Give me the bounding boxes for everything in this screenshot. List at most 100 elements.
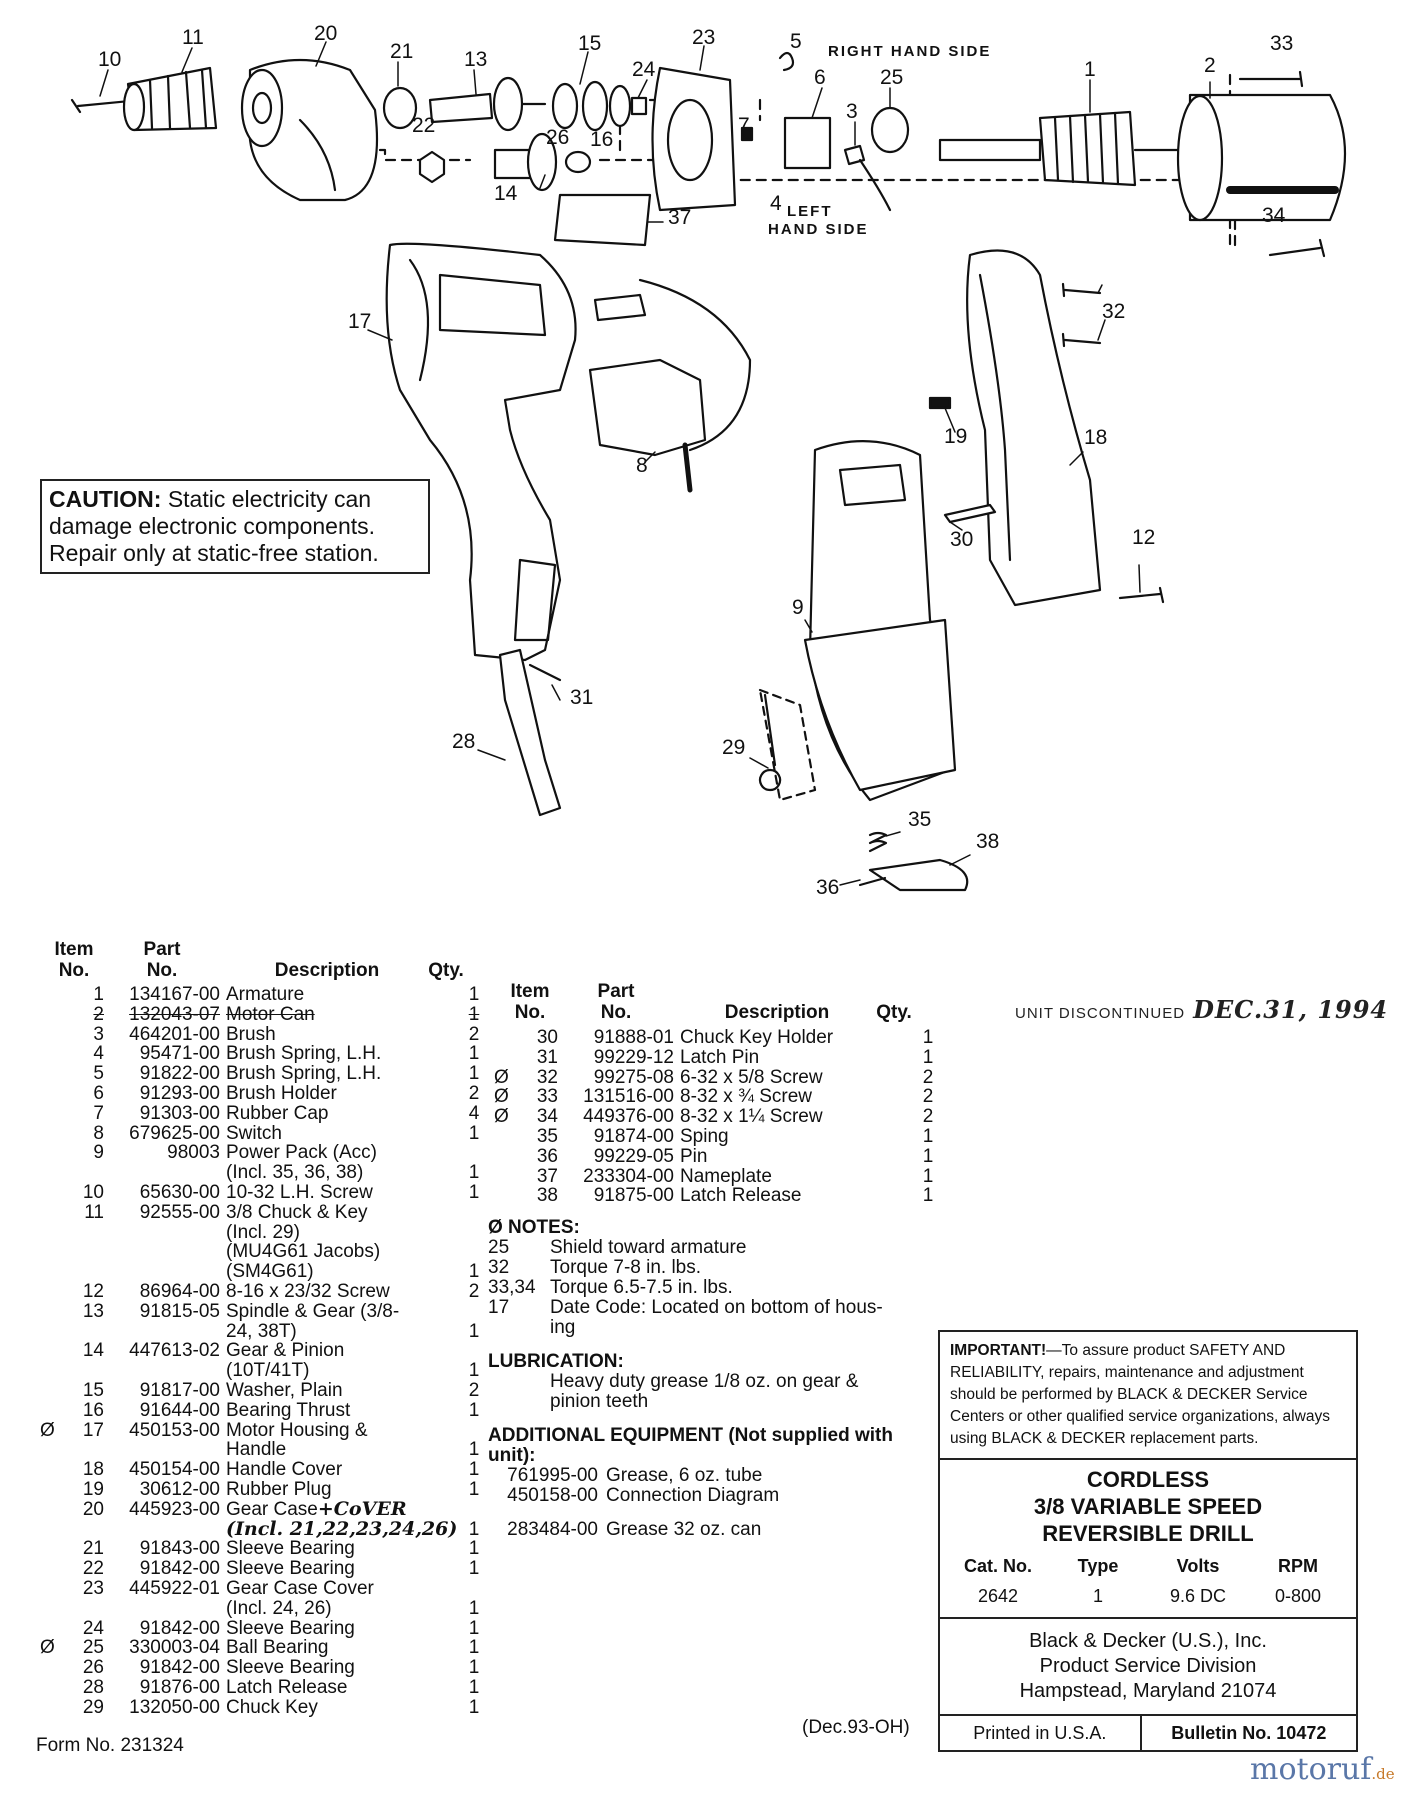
left-table-description: 10-32 L.H. Screw: [226, 1181, 373, 1203]
left-table-description: Motor Housing &: [226, 1419, 368, 1441]
right-table-note-mark: [494, 1048, 520, 1068]
left-table-description: (SM4G61): [226, 1261, 314, 1283]
company-address: Black & Decker (U.S.), Inc. Product Serv…: [940, 1619, 1356, 1716]
printed-in: Printed in U.S.A.: [940, 1716, 1142, 1750]
left-table-note-mark: [40, 1104, 66, 1124]
right-table-note-mark: [494, 1147, 520, 1167]
left-table-qty: 1: [468, 1676, 480, 1698]
callout-22: 22: [412, 114, 435, 137]
left-table-qty: 1: [468, 1558, 480, 1580]
left-table-qty: 1: [468, 1518, 480, 1540]
left-table-note-mark: [40, 1183, 66, 1203]
left-table-description: Ball Bearing: [226, 1637, 329, 1659]
part-5-brush-spring: [778, 51, 795, 72]
left-table-description: Rubber Plug: [226, 1478, 332, 1500]
left-table-item-no: 19: [82, 1478, 104, 1500]
left-table-handwritten-note: +CoVER: [317, 1497, 407, 1520]
left-table-note-mark: Ø: [40, 1637, 55, 1659]
right-table-item-no: 31: [536, 1046, 558, 1068]
callout-5: 5: [790, 30, 802, 53]
left-header-qty: Qty.: [428, 960, 464, 981]
part-20-gear-case: [240, 58, 379, 202]
left-table-qty: 1: [468, 984, 480, 1005]
left-table-item-no: 17: [82, 1419, 104, 1441]
left-table-qty: 2: [468, 1280, 480, 1302]
spec-header-volts: Volts: [1176, 1556, 1220, 1576]
left-table-note-mark: [40, 1381, 66, 1401]
left-table-part-no: [110, 1163, 226, 1183]
part-12-screw: [1118, 586, 1165, 604]
callout-34: 34: [1262, 204, 1286, 227]
right-table-item-no: 34: [536, 1106, 558, 1128]
left-table-description: (10T/41T): [226, 1360, 310, 1382]
left-table-note-mark: [40, 1500, 66, 1520]
left-table-qty: 1: [468, 1360, 480, 1382]
caution-line-3: Repair only at static-free station.: [49, 540, 379, 566]
left-table-note-mark: [40, 1064, 66, 1084]
addl-description: Grease 32 oz. can: [606, 1519, 762, 1540]
print-footer: Printed in U.S.A. Bulletin No. 10472: [940, 1716, 1356, 1750]
watermark-tld: .de: [1371, 1765, 1395, 1783]
left-table-note-mark: Ø: [40, 1419, 55, 1441]
callout-29: 29: [722, 736, 745, 759]
left-table-item-no: 15: [82, 1379, 104, 1401]
part-17-motor-housing-handle: [385, 242, 577, 662]
left-table-part-no: 91843-00: [139, 1538, 220, 1560]
left-table-note-mark: [40, 1124, 66, 1144]
lubrication-line-1: Heavy duty grease 1/8 oz. on gear &: [550, 1371, 859, 1392]
left-table-qty: 1: [468, 1181, 480, 1203]
left-table-description: Brush Holder: [226, 1082, 337, 1104]
left-table-qty: [454, 1143, 494, 1163]
left-table-description: Gear Case: [226, 1498, 318, 1520]
left-header-item: Item No.: [46, 939, 102, 981]
left-table-description: (MU4G61 Jacobs): [226, 1241, 381, 1263]
right-header-item-line2: No.: [514, 1002, 546, 1023]
left-table-description: Gear & Pinion: [226, 1340, 345, 1362]
left-table-description: Washer, Plain: [226, 1379, 343, 1401]
discontinued-date: DEC.31, 1994: [1193, 995, 1389, 1024]
callout-21: 21: [390, 40, 413, 63]
left-table-row: (10T/41T) 1: [40, 1361, 494, 1381]
part-22-sleeve-bearing: [418, 150, 446, 184]
left-table-note-mark: [40, 1044, 66, 1064]
left-table-item-no: 6: [93, 1082, 104, 1104]
left-table-item-no: 20: [82, 1498, 104, 1520]
left-table-part-no: 330003-04: [129, 1637, 220, 1659]
left-table-qty: 1: [468, 1597, 480, 1619]
company-line-3: Hampstead, Maryland 21074: [1019, 1680, 1277, 1702]
left-table-part-no: 132050-00: [129, 1696, 220, 1718]
left-table-note-mark: [40, 1559, 66, 1579]
additional-equipment-title-2: unit):: [488, 1445, 536, 1466]
important-label: IMPORTANT!: [950, 1342, 1047, 1359]
left-table-row: (Incl. 29): [40, 1222, 494, 1243]
left-table-part-no: 91842-00: [139, 1558, 220, 1580]
additional-equipment-title: ADDITIONAL EQUIPMENT (Not supplied with: [488, 1425, 893, 1446]
left-table-note-mark: [40, 1480, 66, 1500]
right-header-part-line1: Part: [597, 981, 635, 1002]
left-table-note-mark: [40, 1539, 66, 1559]
left-table-item-no: 13: [82, 1300, 104, 1322]
callout-24: 24: [632, 58, 656, 81]
left-table-qty: 1: [468, 1617, 480, 1639]
left-table-item-no: 9: [93, 1142, 104, 1164]
spec-value-rpm: 0-800: [1274, 1586, 1322, 1606]
left-table-description: Sleeve Bearing: [226, 1657, 355, 1679]
left-table-qty: 2: [468, 1379, 480, 1401]
callout-32: 32: [1102, 300, 1125, 323]
left-table-qty: 2: [468, 1023, 480, 1045]
left-header-item-line1: Item: [54, 939, 94, 960]
important-notice: IMPORTANT!—To assure product SAFETY AND …: [940, 1332, 1356, 1460]
left-table-item-no: 24: [82, 1617, 104, 1639]
part-24-sleeve-bearing: [630, 96, 648, 116]
left-table-qty: 1: [468, 1439, 480, 1461]
left-table-description: 24, 38T): [226, 1320, 297, 1342]
part-21-sleeve-bearing: [382, 86, 418, 130]
